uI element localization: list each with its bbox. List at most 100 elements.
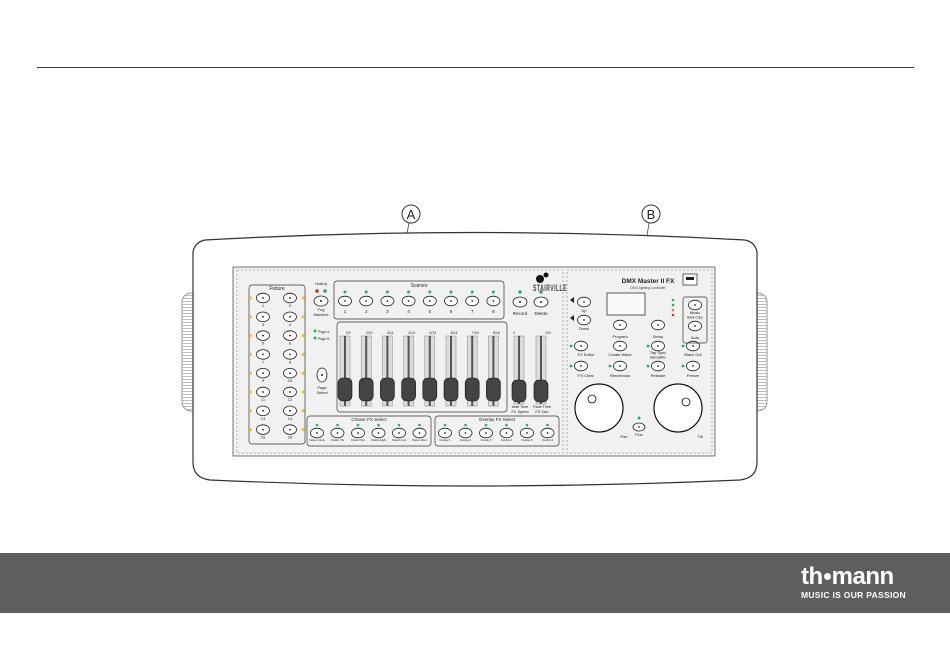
channel-fader-4[interactable] — [401, 377, 416, 402]
fixture-button-3[interactable] — [256, 311, 270, 323]
label: 14 — [288, 416, 293, 421]
chaser-fx-button-1[interactable] — [310, 427, 324, 439]
fixture-led — [249, 390, 252, 394]
lcd-display — [606, 292, 646, 316]
fixture-button-11[interactable] — [256, 386, 270, 398]
fixture-button-6[interactable] — [283, 330, 297, 341]
label: 7 — [262, 359, 265, 364]
svg-text:FX Speed: FX Speed — [512, 410, 529, 414]
up-arrow-icon — [570, 297, 574, 303]
channel-fader-5[interactable] — [422, 377, 438, 402]
fixture-button-12[interactable] — [283, 386, 297, 398]
channel-fader-7[interactable] — [464, 377, 480, 402]
release-button[interactable] — [651, 360, 665, 372]
scene-button-4[interactable] — [401, 295, 416, 307]
label: 9 — [262, 378, 265, 383]
svg-text:Page A: Page A — [318, 330, 330, 334]
label: 10 — [288, 378, 293, 383]
scene-button-1[interactable] — [338, 295, 352, 307]
fixture-led — [301, 390, 305, 394]
scene-button-3[interactable] — [380, 295, 395, 307]
label: Pattern Line — [392, 438, 407, 442]
fixture-button-10[interactable] — [283, 368, 297, 379]
fog-section: Heating Fog Machine — [313, 282, 329, 317]
fx-clear-button[interactable] — [574, 360, 588, 372]
overlay-fx-button-4[interactable] — [499, 427, 514, 439]
fixture-button-1[interactable] — [256, 292, 270, 304]
up-button[interactable] — [577, 296, 591, 308]
scene-led — [343, 290, 347, 294]
fixture-button-14[interactable] — [283, 405, 297, 417]
label: 5 — [262, 341, 265, 346]
overlay-fx-button-5[interactable] — [520, 427, 534, 439]
fixture-button-15[interactable] — [256, 424, 270, 435]
fixture-button-5[interactable] — [256, 330, 270, 341]
create-wave-button[interactable] — [613, 340, 627, 352]
channel-fader-8[interactable] — [486, 377, 501, 402]
fog-heating-led — [315, 289, 319, 293]
scene-button-8[interactable] — [486, 295, 501, 307]
music-button[interactable] — [688, 299, 702, 311]
fader-slot — [365, 336, 368, 406]
scene-button-7[interactable] — [465, 295, 480, 307]
down-arrow-icon — [570, 315, 574, 321]
tilt-wheel[interactable]: Tilt — [653, 383, 703, 439]
pan-wheel[interactable]: Pan — [574, 383, 628, 439]
fx-editor-button[interactable] — [574, 340, 588, 352]
fixture-section: Fixture — [248, 284, 306, 445]
label: Auto — [691, 335, 700, 340]
overlay-fx-button-3[interactable] — [479, 427, 493, 439]
svg-text:Heating: Heating — [315, 282, 327, 286]
scene-button-6[interactable] — [444, 295, 458, 307]
scene-led — [407, 290, 411, 294]
chaser-led — [397, 423, 401, 427]
overlay-led — [546, 423, 549, 427]
channel-fader-3[interactable] — [380, 377, 395, 402]
program-button[interactable] — [613, 319, 627, 331]
svg-text:Overlay FX Select: Overlay FX Select — [479, 417, 516, 422]
page-section: Page A Page B Page Select — [313, 329, 330, 395]
chaser-fx-button-3[interactable] — [351, 427, 365, 439]
chaser-fx-button-5[interactable] — [392, 427, 406, 439]
freeze-button[interactable] — [686, 360, 700, 372]
usb-icon — [682, 273, 698, 286]
auto-button[interactable] — [688, 320, 702, 332]
overlay-led — [464, 423, 467, 427]
rendevous-button[interactable] — [613, 360, 627, 372]
black-out-button[interactable] — [686, 340, 700, 352]
label: Pattern Circle — [309, 438, 325, 442]
down-button[interactable] — [577, 314, 591, 326]
channel-fader-2[interactable] — [358, 377, 374, 402]
label: Overlay 1 — [439, 438, 451, 442]
chaser-fx-button-2[interactable] — [330, 427, 345, 439]
chaser-fx-button-4[interactable] — [371, 427, 386, 439]
fade-time-fader[interactable] — [533, 379, 549, 403]
fader-slot — [344, 336, 346, 406]
scene-button-2[interactable] — [359, 295, 374, 307]
status-led — [646, 344, 650, 348]
tap-sync-button[interactable] — [651, 340, 665, 352]
setup-button[interactable] — [651, 319, 665, 331]
label: Pattern Pan — [351, 438, 365, 442]
fixture-led — [249, 315, 252, 319]
channel-fader-6[interactable] — [443, 377, 459, 402]
fader-slot — [407, 336, 410, 406]
fixture-button-8[interactable] — [283, 349, 297, 360]
wait-time-fader[interactable] — [511, 379, 527, 403]
overlay-fx-button-1[interactable] — [438, 427, 452, 439]
channel-fader-1[interactable] — [337, 377, 353, 402]
fixture-button-9[interactable] — [256, 368, 270, 379]
svg-text:0: 0 — [513, 331, 515, 335]
overlay-fx-button-6[interactable] — [540, 427, 555, 439]
scene-button-5[interactable] — [422, 295, 437, 307]
fixture-button-16[interactable] — [283, 424, 297, 435]
fixture-button-4[interactable] — [283, 311, 297, 323]
chaser-fx-button-6[interactable] — [412, 427, 427, 439]
fixture-button-2[interactable] — [283, 292, 297, 304]
fixture-button-7[interactable] — [256, 349, 270, 360]
overlay-fx-button-2[interactable] — [458, 427, 473, 439]
fixture-button-13[interactable] — [256, 405, 270, 417]
label: Overlay 4 — [501, 438, 513, 442]
